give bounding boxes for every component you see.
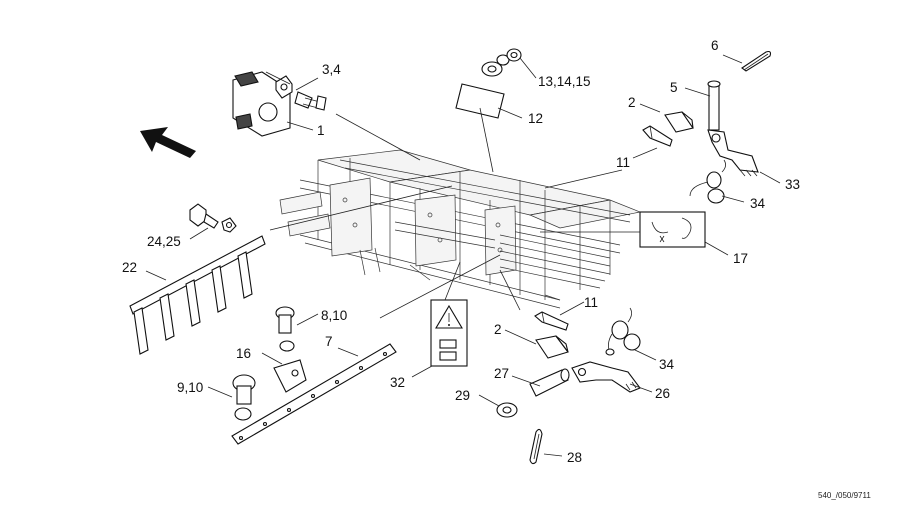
part-8-10-bolt <box>275 306 295 352</box>
part-9-10-bolt <box>232 374 256 421</box>
callout-33: 33 <box>785 177 800 192</box>
part-26-lever <box>571 361 641 393</box>
callout-9-10: 9,10 <box>177 380 203 395</box>
part-6-cotter-pin <box>741 50 772 72</box>
callout-34-lower: 34 <box>659 357 675 372</box>
drawing-code: 540_/050/9711 <box>818 491 871 500</box>
part-2-lower-block <box>535 335 569 359</box>
callout-7: 7 <box>325 334 333 349</box>
part-11-lower-angle <box>534 311 569 331</box>
callout-24-25: 24,25 <box>147 234 181 249</box>
part-28-cotter-pin <box>529 428 543 465</box>
callout-13-14-15: 13,14,15 <box>538 74 591 89</box>
callout-11-upper: 11 <box>616 155 630 170</box>
part-11-upper-angle <box>642 125 673 147</box>
callout-32: 32 <box>390 375 405 390</box>
callout-27: 27 <box>494 366 509 381</box>
callout-1: 1 <box>317 123 325 138</box>
callout-2-lower: 2 <box>494 322 502 337</box>
part-5-pin <box>707 80 721 131</box>
spring-sticker-icon <box>639 211 706 248</box>
direction-arrow-icon <box>140 127 196 158</box>
part-24-25-bolt <box>189 203 237 233</box>
part-33-lever <box>707 129 759 177</box>
part-34-upper-spring <box>689 159 726 204</box>
callout-8-10: 8,10 <box>321 308 347 323</box>
warning-triangle-icon <box>430 299 468 367</box>
part-16-wedge <box>273 359 307 393</box>
callout-5: 5 <box>670 80 678 95</box>
callout-12: 12 <box>528 111 543 126</box>
callout-labels: 1 3,4 13,14,15 12 6 5 2 11 33 34 17 24,2… <box>122 38 800 465</box>
callout-6: 6 <box>711 38 719 53</box>
callout-29: 29 <box>455 388 470 403</box>
part-7-bar <box>231 343 397 445</box>
callout-3-4: 3,4 <box>322 62 341 77</box>
callout-11-lower: 11 <box>584 295 598 310</box>
callout-22: 22 <box>122 260 137 275</box>
part-13-14-15-washers <box>481 48 522 77</box>
part-27-pin <box>529 368 570 397</box>
part-12-plate <box>455 83 505 119</box>
part-3-4-bolt <box>275 75 327 111</box>
callout-26: 26 <box>655 386 670 401</box>
callout-16: 16 <box>236 346 251 361</box>
callout-17: 17 <box>733 251 748 266</box>
part-22-comb <box>129 235 266 355</box>
part-29-washer <box>496 402 518 418</box>
callout-34-upper: 34 <box>750 196 766 211</box>
callout-28: 28 <box>567 450 582 465</box>
main-frame <box>279 149 642 309</box>
leader-lines <box>145 54 781 457</box>
callout-2-upper: 2 <box>628 95 636 110</box>
part-34-lower-spring <box>605 307 641 356</box>
part-2-upper-block <box>664 111 694 133</box>
